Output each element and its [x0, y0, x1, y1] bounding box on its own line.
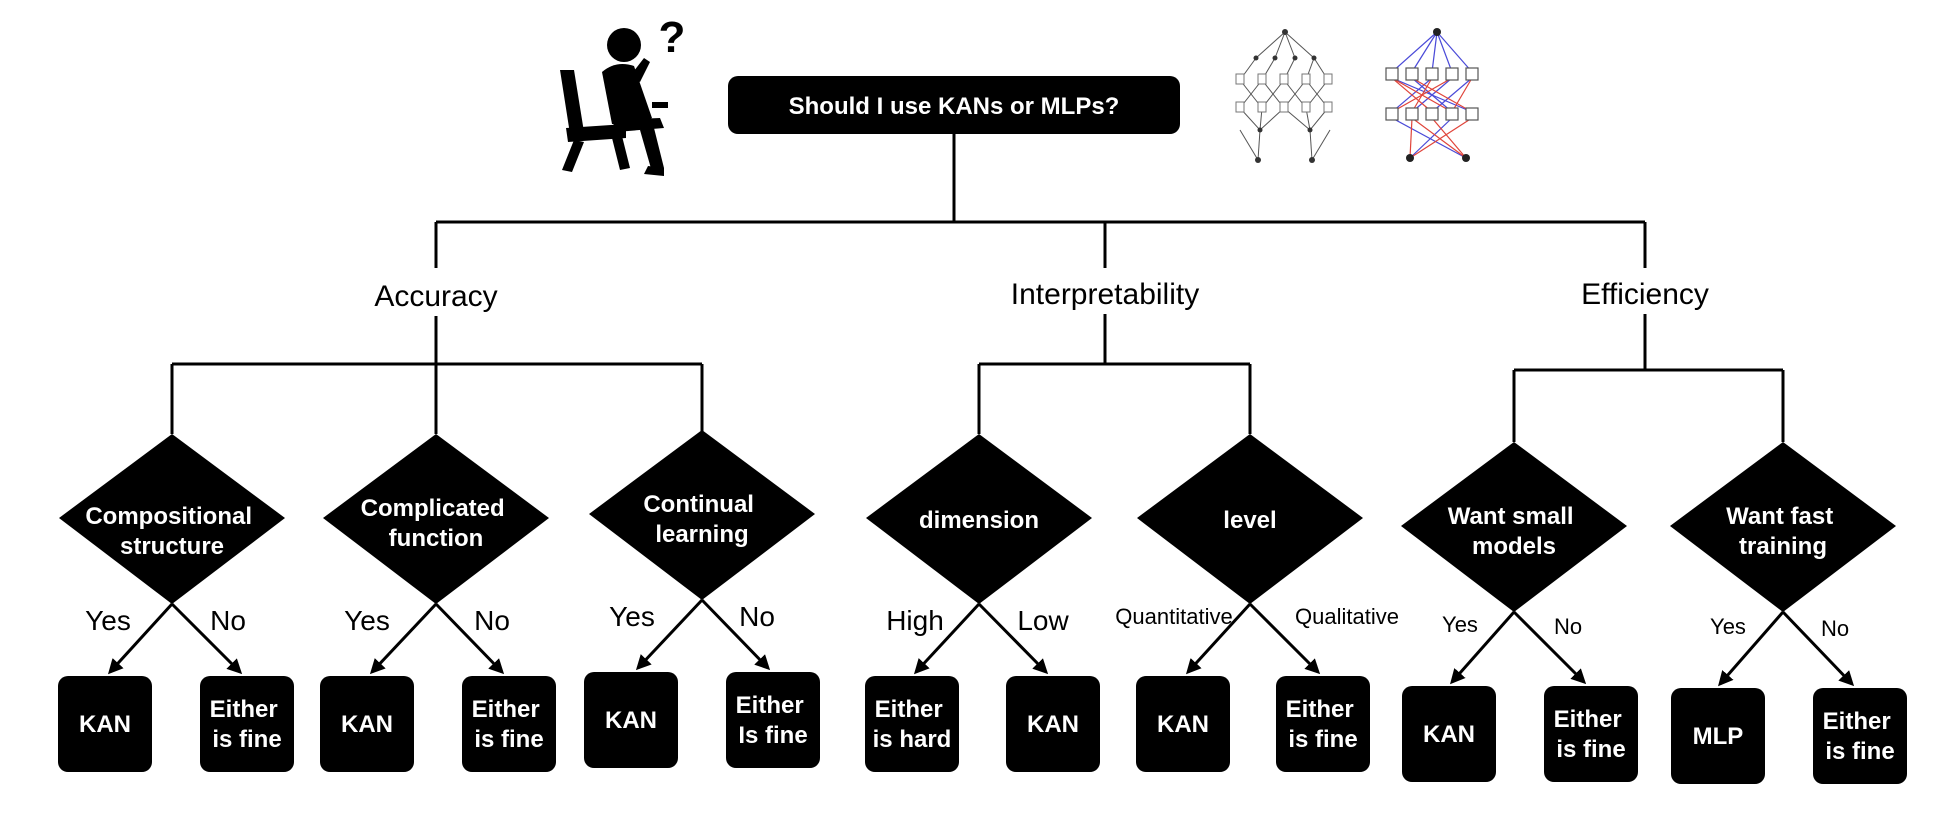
decision-label-line: learning — [655, 521, 748, 548]
thinking-person-icon — [560, 28, 668, 176]
decision-diamond — [1137, 434, 1363, 604]
mlp-network-icon — [1385, 28, 1479, 162]
yes-edge-label: Yes — [85, 605, 131, 636]
no-edge-label: No — [1821, 616, 1849, 641]
decision-diamond — [866, 434, 1092, 604]
yes-edge-label: Yes — [1442, 612, 1478, 637]
yes-edge-label: Yes — [344, 605, 390, 636]
svg-text:Either is fine: Either is fine — [1823, 708, 1898, 765]
result-node — [1276, 676, 1370, 772]
yes-edge-label: Quantitative — [1115, 604, 1232, 629]
decision-fast-training: Want fast training Yes No MLP Either is … — [1670, 442, 1907, 784]
decision-continual: Continual learning Yes No KAN Either Is … — [584, 430, 820, 768]
no-edge-label: No — [1554, 614, 1582, 639]
result-node — [58, 676, 152, 772]
decision-compositional: Compositional structure Yes No KAN Eithe… — [58, 434, 294, 772]
result-node — [1813, 688, 1907, 784]
result-label-line: is hard — [873, 726, 952, 753]
result-label: KAN — [1423, 721, 1475, 748]
decision-complicated: Complicated function Yes No KAN Either i… — [320, 434, 556, 772]
result-node — [1402, 686, 1496, 782]
result-label: KAN — [1157, 711, 1209, 738]
result-label-line: is fine — [474, 726, 543, 753]
root-question-node: Should I use KANs or MLPs? — [728, 76, 1180, 134]
result-label-line: Either — [875, 696, 943, 723]
result-label: KAN — [79, 711, 131, 738]
category-accuracy: Accuracy — [374, 280, 497, 313]
svg-text:?: ? — [659, 13, 686, 62]
no-edge-label: No — [474, 605, 510, 636]
svg-text:Either is fine: Either is fine — [1286, 696, 1361, 753]
result-label-line: Either — [736, 692, 804, 719]
decision-diamond — [1670, 442, 1896, 612]
category-interpretability: Interpretability — [1011, 278, 1199, 311]
result-node — [1671, 688, 1765, 784]
result-node — [1544, 686, 1638, 782]
decision-label-line: structure — [120, 533, 224, 560]
svg-text:Either Is fine: Either Is fine — [736, 692, 811, 749]
result-node — [1006, 676, 1100, 772]
svg-text:Either is hard: Either is hard — [873, 696, 952, 753]
svg-text:Want fast training: Want fast training — [1726, 503, 1840, 560]
decision-label-line: function — [389, 525, 484, 552]
result-label-line: Is fine — [738, 722, 807, 749]
result-node — [320, 676, 414, 772]
result-label: KAN — [605, 707, 657, 734]
svg-text:Either is fine: Either is fine — [210, 696, 285, 753]
result-node — [865, 676, 959, 772]
result-label-line: Either — [210, 696, 278, 723]
result-label: KAN — [1027, 711, 1079, 738]
decision-level: level Quantitative Qualitative KAN Eithe… — [1115, 434, 1399, 772]
result-label-line: is fine — [1825, 738, 1894, 765]
result-node — [1136, 676, 1230, 772]
svg-text:Want small models: Want small models — [1448, 503, 1580, 560]
decision-dimension: dimension High Low Either is hard KAN — [865, 434, 1100, 772]
result-label-line: Either — [472, 696, 540, 723]
root-question-label: Should I use KANs or MLPs? — [789, 93, 1120, 120]
result-label-line: Either — [1286, 696, 1354, 723]
decision-diamond — [1401, 442, 1627, 612]
decision-label-line: training — [1739, 533, 1827, 560]
decision-diamond — [323, 434, 549, 604]
decision-label-line: Want fast — [1726, 503, 1833, 530]
result-label-line: is fine — [1288, 726, 1357, 753]
decision-diamond — [59, 434, 285, 604]
yes-edge-label: Yes — [609, 601, 655, 632]
no-edge-label: No — [210, 605, 246, 636]
no-edge-label: Qualitative — [1295, 604, 1399, 629]
result-label: KAN — [341, 711, 393, 738]
decision-diamond — [589, 430, 815, 600]
result-label-line: is fine — [1556, 736, 1625, 763]
tree-connectors — [170, 134, 1785, 442]
result-label: MLP — [1693, 723, 1744, 750]
decision-label-line: models — [1472, 533, 1556, 560]
decision-small-models: Want small models Yes No KAN Either is f… — [1401, 442, 1638, 782]
no-edge-label: No — [739, 601, 775, 632]
result-node — [584, 672, 678, 768]
decision-label-line: Complicated — [361, 495, 505, 522]
svg-text:Complicated function: Complicated function — [361, 495, 512, 552]
decision-label-line: dimension — [919, 507, 1039, 534]
decision-label-line: level — [1223, 507, 1276, 534]
svg-text:Either is fine: Either is fine — [1554, 706, 1629, 763]
svg-text:Continual learning: Continual learning — [643, 491, 760, 548]
yes-edge-label: High — [886, 605, 944, 636]
decision-label-line: Compositional — [85, 503, 252, 530]
result-label-line: Either — [1823, 708, 1891, 735]
kan-network-icon — [1235, 29, 1333, 163]
question-mark-icon: ? — [659, 13, 686, 62]
decision-label-line: Continual — [643, 491, 754, 518]
yes-edge-label: Yes — [1710, 614, 1746, 639]
category-efficiency: Efficiency — [1581, 278, 1709, 311]
svg-text:Either is fine: Either is fine — [472, 696, 547, 753]
result-label-line: Either — [1554, 706, 1622, 733]
result-node — [726, 672, 820, 768]
result-label-line: is fine — [212, 726, 281, 753]
result-node — [200, 676, 294, 772]
svg-text:Compositional structure: Compositional structure — [85, 503, 258, 560]
result-node — [462, 676, 556, 772]
decision-label-line: Want small — [1448, 503, 1574, 530]
no-edge-label: Low — [1017, 605, 1069, 636]
